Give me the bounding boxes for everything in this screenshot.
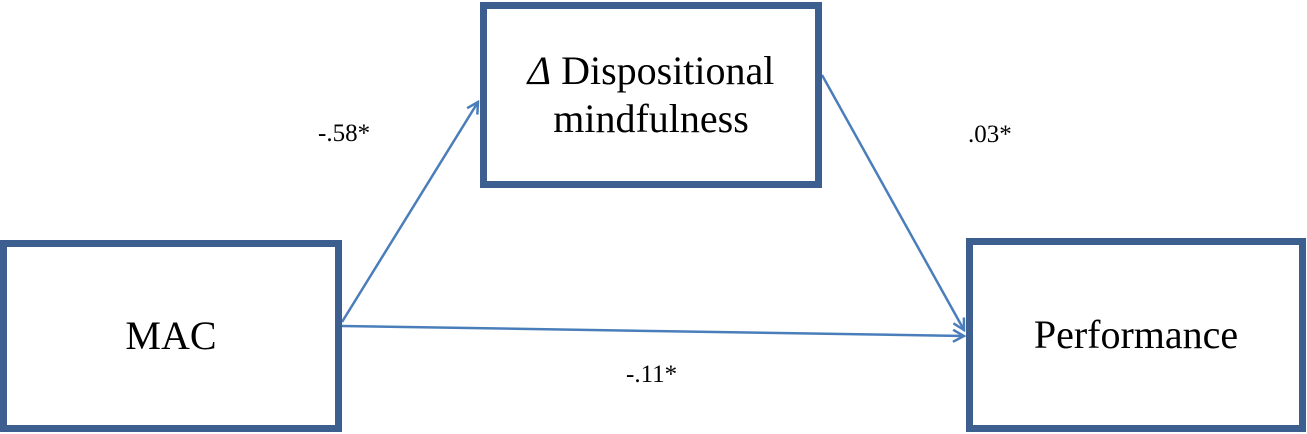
mediator-box: Δ Dispositional mindfulness [480, 2, 822, 188]
mediator-label-line2: mindfulness [553, 96, 749, 141]
arrow-mediator-to-outcome [820, 74, 964, 330]
coefficient-c-path: -.11* [626, 361, 678, 388]
outcome-label: Performance [1033, 312, 1239, 357]
mediator-label-line1: Δ Dispositional [528, 47, 775, 95]
coefficient-a-path: -.58* [318, 120, 371, 147]
outcome-box: Performance [966, 238, 1306, 432]
arrow-predictor-to-mediator [340, 102, 478, 323]
coefficient-b-path: .03* [968, 121, 1012, 148]
mediator-label-first-word: Dispositional [561, 48, 775, 93]
predictor-box: MAC [0, 240, 342, 432]
arrow-predictor-to-outcome [341, 324, 964, 336]
mediator-label: Δ Dispositional mindfulness [528, 47, 775, 143]
delta-symbol: Δ [527, 48, 552, 93]
predictor-label: MAC [125, 313, 217, 358]
